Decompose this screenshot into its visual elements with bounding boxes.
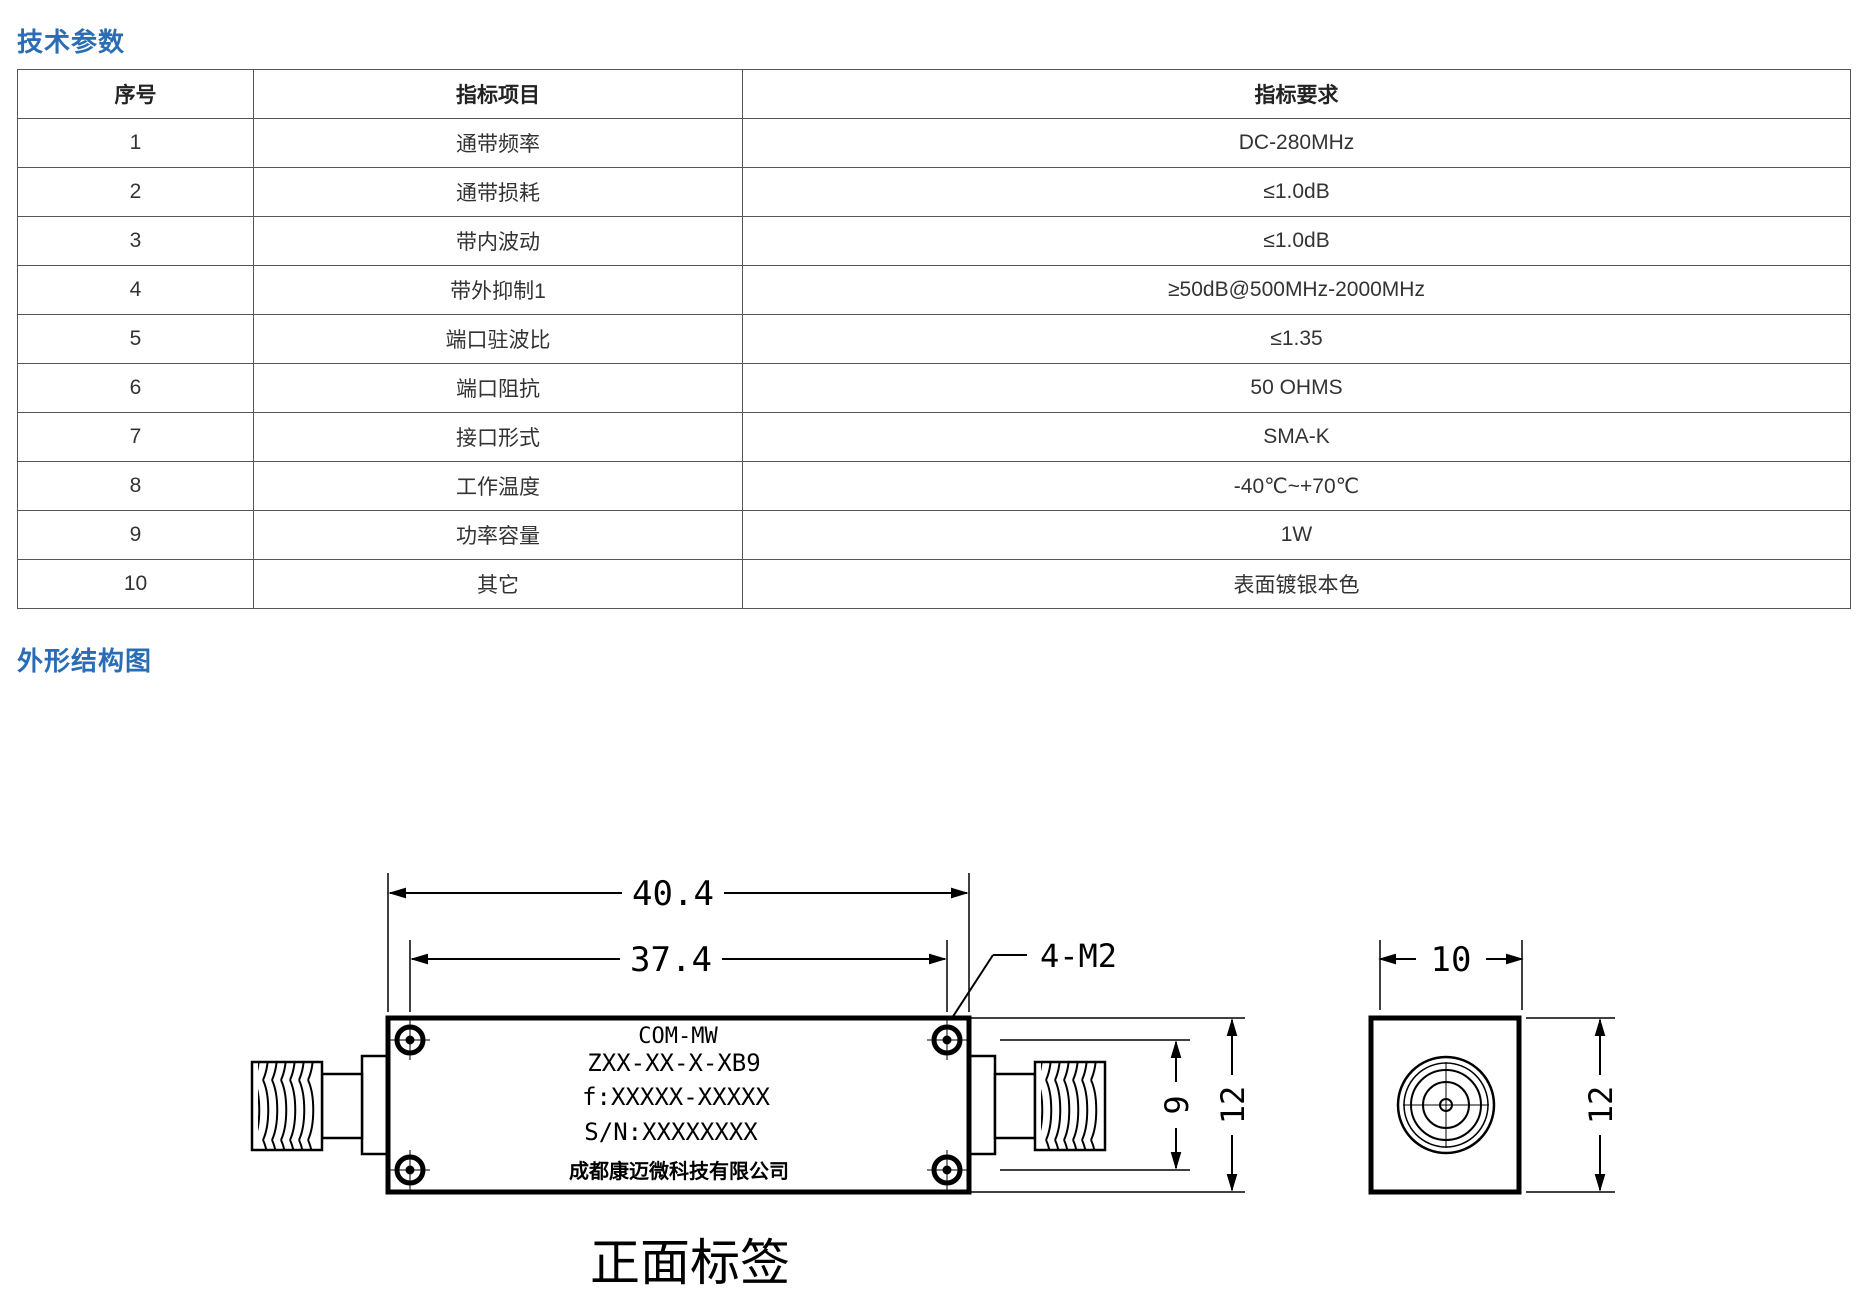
mounting-hole: [927, 1150, 967, 1190]
dim-hole-spacing-label: 37.4: [630, 940, 712, 980]
cell-item: 工作温度: [253, 461, 743, 511]
cell-requirement: ≤1.0dB: [742, 216, 1851, 266]
mounting-hole: [390, 1020, 430, 1060]
right-sma-connector: [967, 1054, 1107, 1156]
cell-index: 5: [17, 314, 254, 364]
cell-index: 10: [17, 559, 254, 609]
cell-item: 通带频率: [253, 118, 743, 168]
filter-body-front: [385, 1015, 972, 1195]
label-sn: S/N:XXXXXXXX: [584, 1118, 758, 1146]
cell-item: 通带损耗: [253, 167, 743, 217]
section-title-specs: 技术参数: [17, 27, 126, 57]
cell-index: 7: [17, 412, 254, 462]
dim-front-height-label: 12: [1214, 1086, 1252, 1125]
dim-side-width-label: 10: [1431, 940, 1472, 980]
label-freq: f:XXXXX-XXXXX: [582, 1083, 770, 1111]
cell-requirement: -40℃~+70℃: [742, 461, 1851, 511]
table-header-row: 序号 指标项目 指标要求: [17, 69, 1851, 119]
dim-overall-length-label: 40.4: [632, 874, 714, 914]
header-requirement: 指标要求: [742, 69, 1851, 119]
dim-connector-label: 9: [1158, 1095, 1196, 1114]
label-model: ZXX-XX-X-XB9: [587, 1049, 760, 1077]
header-item: 指标项目: [253, 69, 743, 119]
header-index: 序号: [17, 69, 254, 119]
cell-item: 端口驻波比: [253, 314, 743, 364]
cell-index: 6: [17, 363, 254, 413]
hole-leader: [951, 954, 1027, 1019]
dim-side-height-label: 12: [1582, 1086, 1620, 1125]
mounting-hole: [927, 1020, 967, 1060]
mounting-hole: [390, 1150, 430, 1190]
side-connector-face: [1396, 1055, 1496, 1155]
drawing-caption: 正面标签: [590, 1234, 790, 1292]
cell-index: 2: [17, 167, 254, 217]
cell-requirement: ≥50dB@500MHz-2000MHz: [742, 265, 1851, 315]
cell-item: 功率容量: [253, 510, 743, 560]
label-brand: COM-MW: [638, 1024, 718, 1049]
extension-lines: [387, 873, 1615, 1193]
cell-index: 3: [17, 216, 254, 266]
cell-index: 4: [17, 265, 254, 315]
cell-requirement: 表面镀银本色: [742, 559, 1851, 609]
cell-item: 带外抑制1: [253, 265, 743, 315]
cell-index: 9: [17, 510, 254, 560]
dim-holes-label: 4-M2: [1040, 937, 1117, 975]
cell-requirement: 1W: [742, 510, 1851, 560]
cell-item: 端口阻抗: [253, 363, 743, 413]
left-sma-connector: [250, 1054, 390, 1156]
cell-item: 接口形式: [253, 412, 743, 462]
label-company: 成都康迈微科技有限公司: [569, 1159, 789, 1183]
section-title-drawing: 外形结构图: [17, 646, 153, 676]
